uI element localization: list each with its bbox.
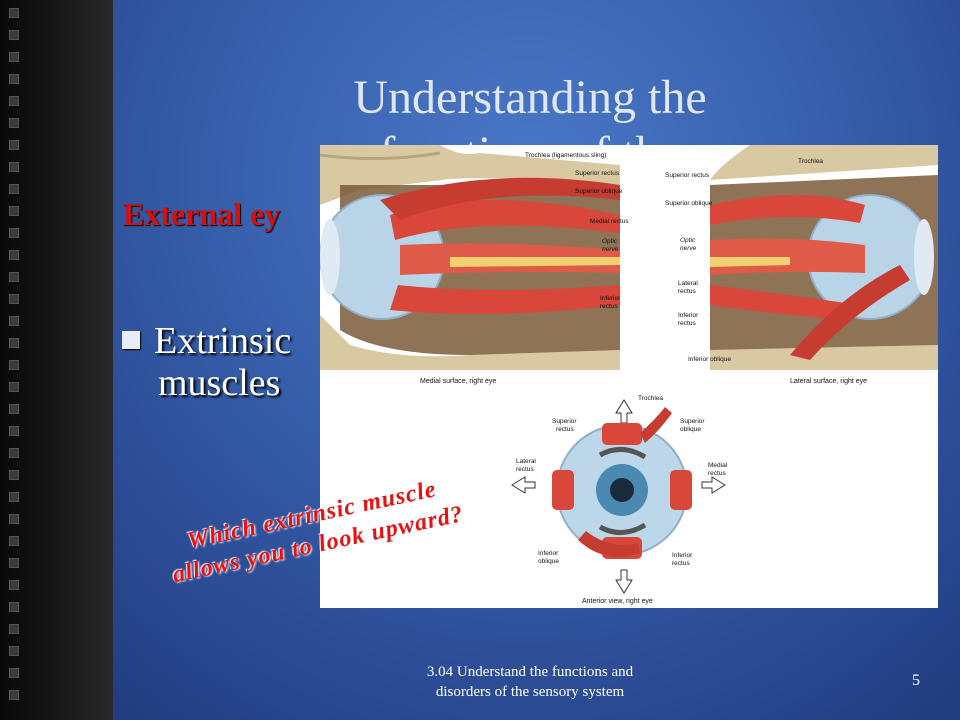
strip-square-decoration	[9, 514, 19, 524]
label-lateral-optic-nerve-2: nerve	[680, 245, 697, 252]
label-anterior-inferior-rectus-2: rectus	[672, 560, 690, 567]
page-number: 5	[912, 672, 920, 689]
label-medial-inferior-rectus-2: rectus	[600, 303, 618, 310]
eye-muscles-illustration: Trochlea (ligamentous sling) Superior re…	[319, 145, 938, 605]
strip-square-decoration	[9, 206, 19, 216]
label-lateral-optic-nerve-1: Optic	[680, 237, 696, 244]
strip-square-decoration	[9, 668, 19, 678]
label-medial-superior-rectus: Superior rectus	[575, 170, 620, 177]
lateral-view-panel: Trochlea Superior rectus Superior obliqu…	[665, 145, 938, 385]
strip-square-decoration	[9, 426, 19, 436]
strip-square-decoration	[9, 8, 19, 18]
strip-square-decoration	[9, 624, 19, 634]
footer-line2: disorders of the sensory system	[435, 684, 625, 700]
strip-square-decoration	[9, 118, 19, 128]
strip-square-decoration	[9, 74, 19, 84]
label-anterior-lateral-rectus-1: Lateral	[516, 458, 536, 465]
strip-square-decoration	[9, 184, 19, 194]
decorative-side-strip	[0, 0, 113, 720]
caption-anterior-view: Anterior view, right eye	[582, 598, 653, 605]
caption-lateral-view: Lateral surface, right eye	[790, 378, 867, 385]
strip-square-decoration	[9, 558, 19, 568]
label-lateral-superior-oblique: Superior oblique	[665, 200, 713, 207]
bullet-item: Extrinsic muscles	[122, 320, 291, 404]
label-lateral-trochlea: Trochlea	[798, 158, 823, 165]
anterior-view-panel: Trochlea Superior rectus Superior obliqu…	[511, 395, 728, 605]
label-medial-inferior-rectus-1: Inferior	[600, 295, 621, 302]
strip-square-decoration	[9, 52, 19, 62]
label-lateral-lateral-rectus-2: rectus	[678, 288, 696, 295]
label-anterior-medial-rectus-1: Medial	[708, 462, 728, 469]
strip-square-decoration	[9, 338, 19, 348]
bullet-text-line1: Extrinsic	[154, 320, 292, 362]
strip-square-decoration	[9, 96, 19, 106]
label-anterior-superior-rectus-1: Superior	[552, 418, 577, 425]
strip-square-decoration	[9, 382, 19, 392]
strip-square-decoration	[9, 316, 19, 326]
medial-view-panel: Trochlea (ligamentous sling) Superior re…	[319, 145, 629, 385]
slide-subheading: External ey	[123, 196, 281, 232]
label-anterior-inferior-oblique-2: oblique	[538, 558, 559, 565]
label-anterior-lateral-rectus-2: rectus	[516, 466, 534, 473]
label-anterior-trochlea: Trochlea	[638, 395, 663, 402]
label-medial-medial-rectus: Medial rectus	[590, 218, 629, 225]
slide-title-line1: Understanding the	[353, 71, 707, 124]
strip-square-decoration	[9, 580, 19, 590]
label-medial-superior-oblique: Superior oblique	[575, 188, 623, 195]
label-anterior-superior-rectus-2: rectus	[556, 426, 574, 433]
square-bullet-icon	[122, 331, 140, 350]
strip-square-decoration	[9, 448, 19, 458]
strip-square-decoration	[9, 404, 19, 414]
strip-square-decoration	[9, 228, 19, 238]
label-lateral-inferior-rectus-2: rectus	[678, 320, 696, 327]
footer-line1: 3.04 Understand the functions and	[426, 664, 634, 680]
label-medial-optic-nerve-1: Optic	[602, 238, 618, 245]
label-anterior-superior-oblique-1: Superior	[680, 418, 705, 425]
strip-square-decoration	[9, 30, 19, 40]
label-lateral-lateral-rectus-1: Lateral	[678, 280, 698, 287]
strip-square-decoration	[9, 294, 19, 304]
eye-muscles-figure: Trochlea (ligamentous sling) Superior re…	[319, 145, 938, 608]
strip-square-decoration	[9, 646, 19, 656]
strip-square-decoration	[9, 536, 19, 546]
caption-medial-view: Medial surface, right eye	[420, 378, 496, 385]
strip-square-decoration	[9, 162, 19, 172]
strip-square-decoration	[9, 690, 19, 700]
label-anterior-medial-rectus-2: rectus	[708, 470, 726, 477]
strip-square-decoration	[9, 272, 19, 282]
label-medial-optic-nerve-2: nerve	[602, 246, 619, 253]
strip-square-decoration	[9, 602, 19, 612]
slide-footer: 3.04 Understand the functions and disord…	[380, 662, 680, 702]
label-lateral-superior-rectus: Superior rectus	[665, 172, 710, 179]
label-lateral-inferior-oblique: Inferior oblique	[688, 356, 731, 363]
label-medial-trochlea: Trochlea (ligamentous sling)	[525, 152, 606, 159]
label-anterior-inferior-rectus-1: Inferior	[672, 552, 693, 559]
label-lateral-inferior-rectus-1: Inferior	[678, 312, 699, 319]
label-anterior-superior-oblique-2: oblique	[680, 426, 701, 433]
strip-square-decoration	[9, 492, 19, 502]
strip-square-decoration	[9, 140, 19, 150]
label-anterior-inferior-oblique-1: Inferior	[538, 550, 559, 557]
strip-square-decoration	[9, 470, 19, 480]
strip-square-decoration	[9, 360, 19, 370]
strip-square-decoration	[9, 250, 19, 260]
bullet-text-line2: muscles	[158, 362, 281, 404]
